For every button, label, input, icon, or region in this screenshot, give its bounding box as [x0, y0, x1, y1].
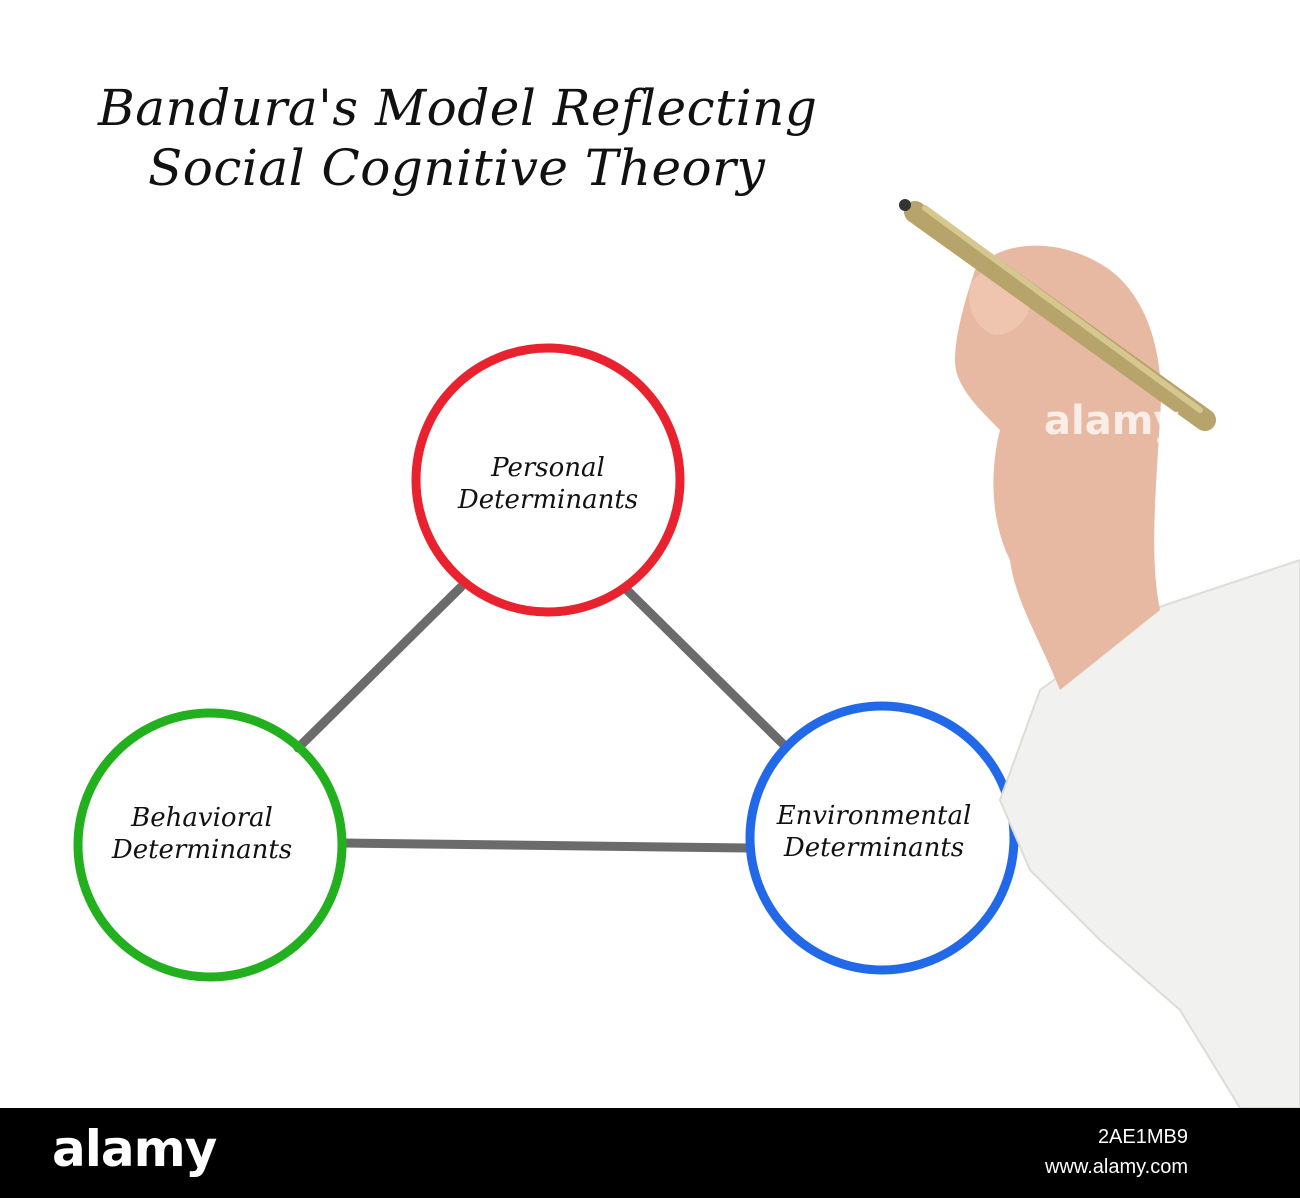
- personal-label-line-1: Personal: [491, 453, 605, 483]
- connector-personal-environmental: [622, 585, 789, 750]
- environmental-label-line-1: Environmental: [776, 801, 972, 831]
- behavioral-determinants-label: Behavioral Determinants: [72, 802, 332, 866]
- personal-label-line-2: Determinants: [457, 485, 639, 515]
- sleeve-shape: [998, 558, 1300, 1109]
- image-id: 2AE1MB9: [1097, 1126, 1188, 1148]
- stock-footer-bar: alamy 2AE1MB9 www.alamy.com: [0, 1108, 1300, 1198]
- personal-determinants-circle: [411, 343, 685, 617]
- behavioral-label-line-2: Determinants: [111, 835, 293, 865]
- title-line-1: Bandura's Model Reflecting: [98, 79, 818, 137]
- site-url: www.alamy.com: [1045, 1156, 1188, 1178]
- connector-behavioral-environmental: [338, 838, 753, 853]
- behavioral-determinants-circle: [73, 708, 347, 982]
- environmental-determinants-circle: [745, 701, 1019, 975]
- pen-highlight: [922, 205, 1203, 413]
- behavioral-label-line-1: Behavioral: [131, 803, 273, 833]
- pen-tip: [899, 199, 911, 211]
- title-line-2: Social Cognitive Theory: [148, 139, 766, 197]
- connector-personal-behavioral: [293, 582, 466, 753]
- environmental-determinants-label: Environmental Determinants: [744, 800, 1004, 864]
- pen-body: [904, 201, 1216, 431]
- environmental-label-line-2: Determinants: [783, 833, 965, 863]
- diagram-title: Bandura's Model Reflecting Social Cognit…: [60, 78, 1080, 198]
- personal-determinants-label: Personal Determinants: [418, 452, 678, 516]
- watermark-text: alamy: [1044, 398, 1180, 444]
- alamy-logo: alamy: [52, 1120, 217, 1178]
